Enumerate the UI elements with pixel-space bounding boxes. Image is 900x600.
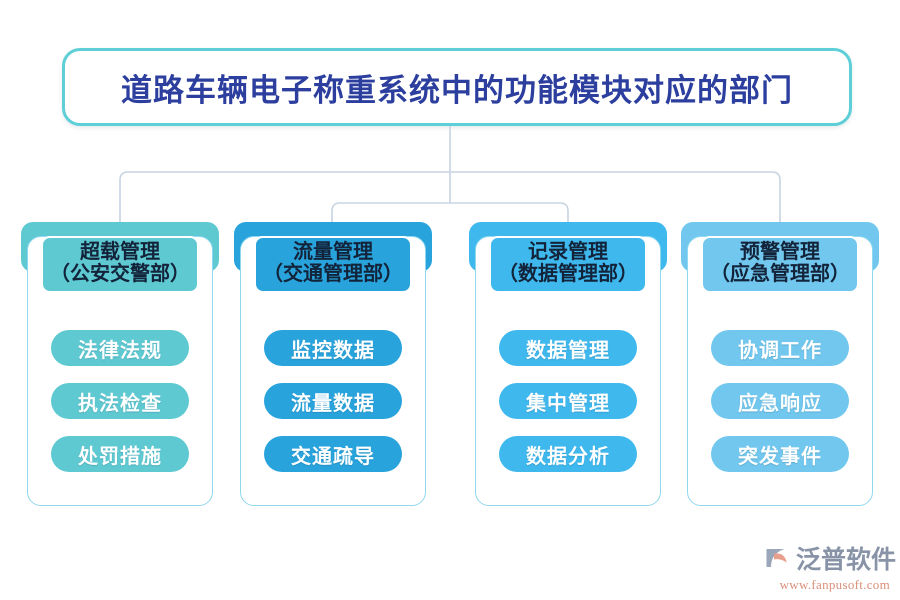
list-item[interactable]: 交通疏导 — [264, 436, 402, 472]
list-item[interactable]: 数据管理 — [499, 330, 637, 366]
branch-column-3: 记录管理 （数据管理部） 数据管理 集中管理 数据分析 — [469, 222, 667, 506]
list-item[interactable]: 数据分析 — [499, 436, 637, 472]
page-title: 道路车辆电子称重系统中的功能模块对应的部门 — [121, 72, 793, 108]
branch-column-4: 预警管理 （应急管理部） 协调工作 应急响应 突发事件 — [681, 222, 879, 506]
list-item[interactable]: 监控数据 — [264, 330, 402, 366]
column-subtitle-2: （交通管理部） — [263, 263, 403, 286]
diagram-title-box: 道路车辆电子称重系统中的功能模块对应的部门 — [62, 48, 852, 126]
watermark-row: 泛普软件 — [762, 540, 896, 576]
watermark-logo: 泛普软件 www.fanpusoft.com — [762, 540, 896, 592]
list-item[interactable]: 处罚措施 — [51, 436, 189, 472]
list-item[interactable]: 集中管理 — [499, 383, 637, 419]
column-subtitle-3: （数据管理部） — [498, 263, 638, 286]
column-subtitle-4: （应急管理部） — [710, 263, 850, 286]
column-items-3: 数据管理 集中管理 数据分析 — [475, 330, 661, 489]
column-title-1: 超载管理 — [80, 241, 160, 263]
column-items-1: 法律法规 执法检查 处罚措施 — [27, 330, 213, 489]
column-items-4: 协调工作 应急响应 突发事件 — [687, 330, 873, 489]
column-header-label-4: 预警管理 （应急管理部） — [701, 236, 859, 293]
column-header-label-3: 记录管理 （数据管理部） — [489, 236, 647, 293]
list-item[interactable]: 法律法规 — [51, 330, 189, 366]
column-subtitle-1: （公安交警部） — [50, 263, 190, 286]
list-item[interactable]: 应急响应 — [711, 383, 849, 419]
list-item[interactable]: 协调工作 — [711, 330, 849, 366]
column-title-2: 流量管理 — [293, 241, 373, 263]
branch-column-1: 超载管理 （公安交警部） 法律法规 执法检查 处罚措施 — [21, 222, 219, 506]
list-item[interactable]: 执法检查 — [51, 383, 189, 419]
fanpu-logo-icon — [766, 549, 787, 567]
column-header-label-1: 超载管理 （公安交警部） — [41, 236, 199, 293]
column-title-3: 记录管理 — [528, 241, 608, 263]
column-title-4: 预警管理 — [740, 241, 820, 263]
list-item[interactable]: 流量数据 — [264, 383, 402, 419]
branch-column-2: 流量管理 （交通管理部） 监控数据 流量数据 交通疏导 — [234, 222, 432, 506]
watermark-url: www.fanpusoft.com — [779, 577, 890, 592]
column-items-2: 监控数据 流量数据 交通疏导 — [240, 330, 426, 489]
list-item[interactable]: 突发事件 — [711, 436, 849, 472]
column-header-label-2: 流量管理 （交通管理部） — [254, 236, 412, 293]
watermark-brand: 泛普软件 — [796, 547, 897, 574]
